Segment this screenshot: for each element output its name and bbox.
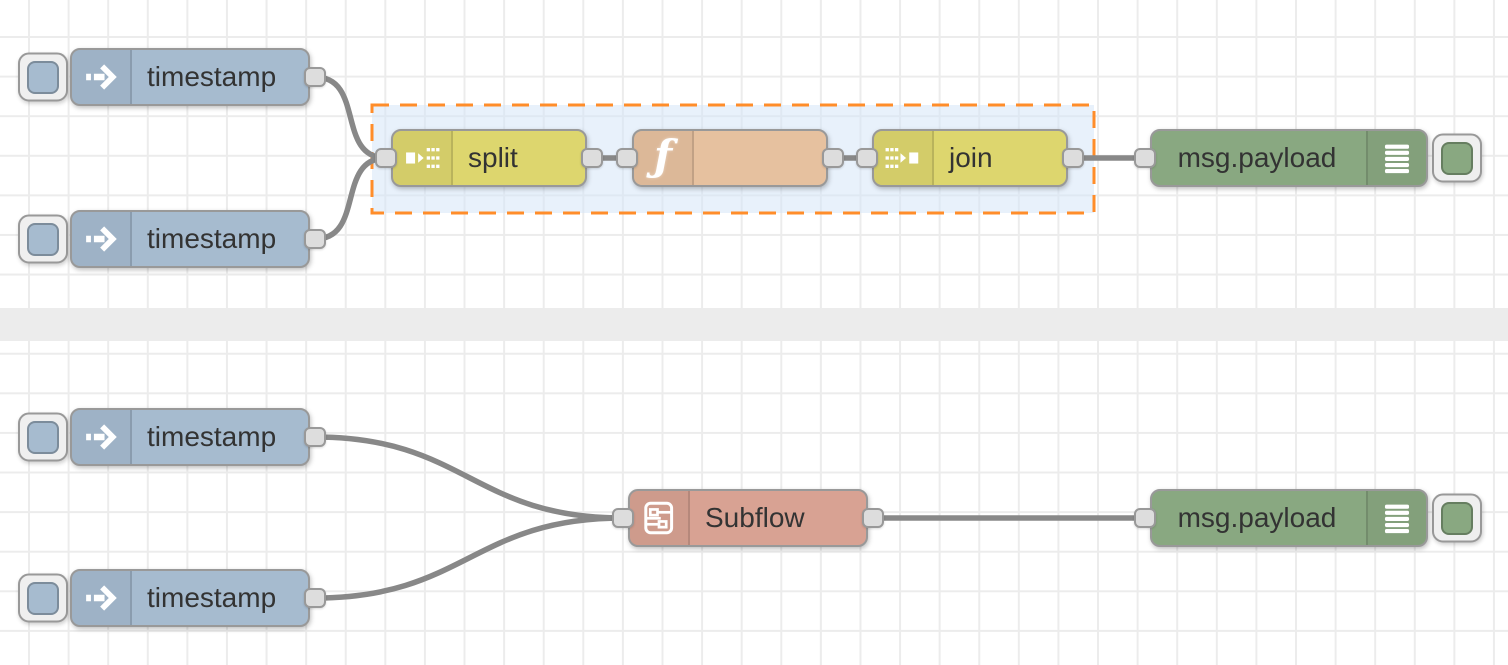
wire-inject4-subflow[interactable] — [312, 515, 626, 601]
input-port[interactable] — [612, 508, 634, 528]
output-port[interactable] — [1062, 148, 1084, 168]
inject-button-face — [27, 60, 59, 94]
inject-button-face — [27, 581, 59, 615]
inject-arrow-icon — [72, 410, 132, 464]
inject-arrow-icon — [72, 571, 132, 625]
output-port[interactable] — [862, 508, 884, 528]
node-split[interactable]: split — [375, 129, 603, 187]
node-join[interactable]: join — [856, 129, 1084, 187]
inject-arrow-icon — [72, 212, 132, 266]
output-port[interactable] — [304, 427, 326, 447]
debug-toggle-button[interactable] — [1432, 133, 1482, 183]
node-label: split — [468, 142, 518, 173]
workspace-divider — [0, 308, 1508, 341]
input-port[interactable] — [1134, 508, 1156, 528]
input-port[interactable] — [616, 148, 638, 168]
inject-button-face — [27, 222, 59, 256]
inject-button[interactable] — [18, 52, 68, 102]
split-icon — [393, 131, 453, 185]
debug-button-face — [1441, 501, 1473, 535]
node-label: timestamp — [147, 421, 277, 452]
output-port[interactable] — [304, 588, 326, 608]
node-subflow[interactable]: Subflow — [612, 489, 884, 547]
function-icon: ƒ — [634, 131, 694, 185]
debug-button-face — [1441, 141, 1473, 175]
node-label: msg.payload — [1177, 502, 1337, 533]
inject-button[interactable] — [18, 214, 68, 264]
node-function[interactable]: ƒ — [616, 129, 844, 187]
node-inject-bottom-1[interactable]: timestamp — [18, 408, 326, 466]
node-label: timestamp — [147, 582, 277, 613]
subflow-icon — [630, 491, 690, 545]
debug-list-icon — [1366, 491, 1426, 545]
node-inject-top-1[interactable]: timestamp — [18, 48, 326, 106]
inject-button[interactable] — [18, 412, 68, 462]
node-inject-top-2[interactable]: timestamp — [18, 210, 326, 268]
input-port[interactable] — [375, 148, 397, 168]
inject-arrow-icon — [72, 50, 132, 104]
input-port[interactable] — [1134, 148, 1156, 168]
output-port[interactable] — [304, 67, 326, 87]
output-port[interactable] — [304, 229, 326, 249]
debug-list-icon — [1366, 131, 1426, 185]
output-port[interactable] — [822, 148, 844, 168]
node-label: join — [949, 142, 993, 173]
node-inject-bottom-2[interactable]: timestamp — [18, 569, 326, 627]
inject-button[interactable] — [18, 573, 68, 623]
node-label: timestamp — [147, 223, 277, 254]
node-label: msg.payload — [1177, 142, 1337, 173]
wire-inject1-split[interactable] — [312, 74, 389, 161]
wire-inject3-subflow[interactable] — [312, 434, 626, 521]
join-icon — [874, 131, 934, 185]
node-label: Subflow — [705, 502, 805, 533]
debug-toggle-button[interactable] — [1432, 493, 1482, 543]
input-port[interactable] — [856, 148, 878, 168]
wire-inject2-split[interactable] — [312, 155, 389, 242]
output-port[interactable] — [581, 148, 603, 168]
inject-button-face — [27, 420, 59, 454]
node-debug-top[interactable]: msg.payload — [1134, 129, 1482, 187]
node-debug-bottom[interactable]: msg.payload — [1134, 489, 1482, 547]
node-label: timestamp — [147, 61, 277, 92]
